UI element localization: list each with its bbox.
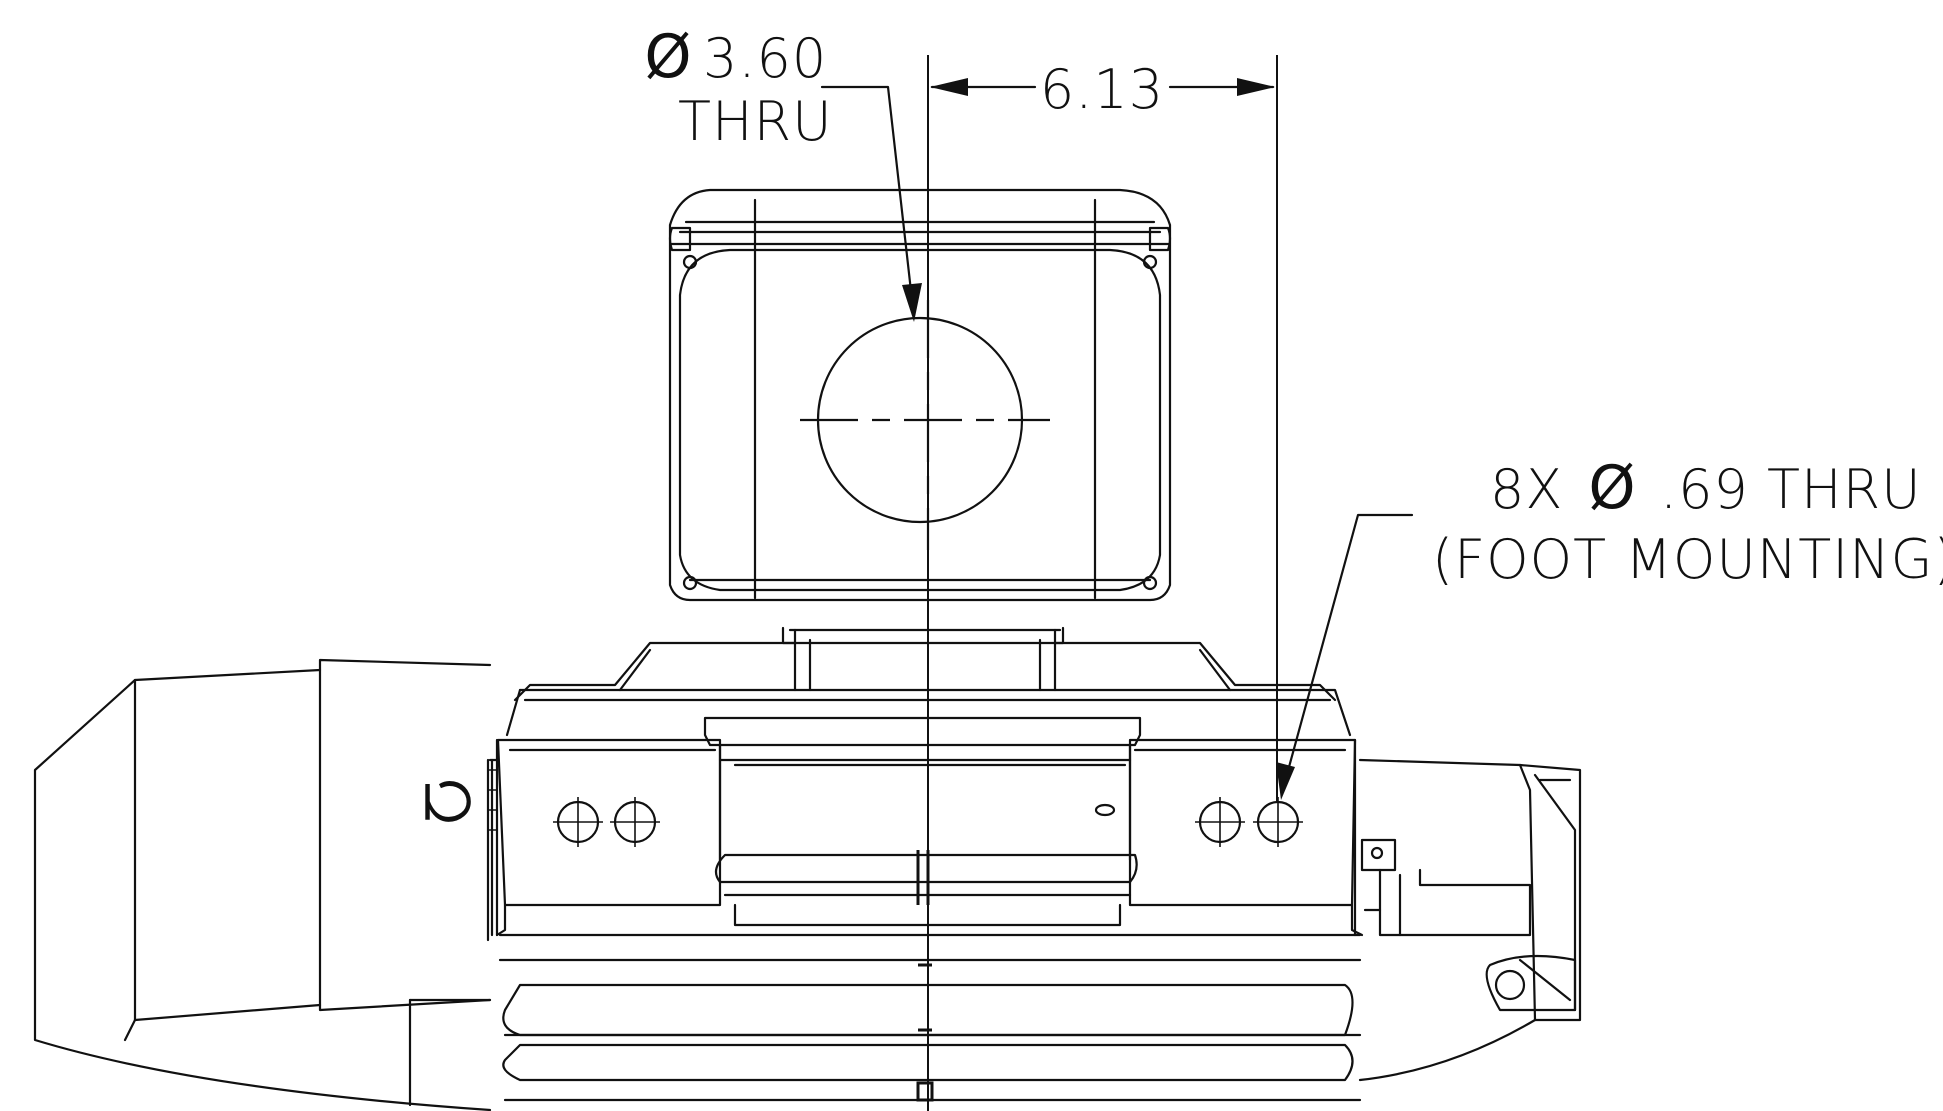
offset-dimension-value: 6.13 xyxy=(1040,58,1164,121)
foot-hole-leader-arrow xyxy=(1276,762,1295,800)
offset-dimension: 6.13 xyxy=(930,55,1278,802)
foot-hole-4 xyxy=(1253,797,1303,847)
motor-frame xyxy=(486,688,1364,1102)
terminal-box xyxy=(668,188,1172,602)
dimension-arrow-left xyxy=(930,78,968,96)
bore-diameter-value: 3.60 xyxy=(703,27,827,90)
foot-hole-count: 8X xyxy=(1490,458,1563,521)
foot-hole-3 xyxy=(1195,797,1245,847)
bore-diameter-symbol: Ø xyxy=(644,22,691,92)
foot-hole-1 xyxy=(553,797,603,847)
foot-hole-leader-line xyxy=(1284,513,1414,780)
bore-callout: Ø 3.60 THRU xyxy=(644,22,922,322)
foot-hole-2 xyxy=(610,797,660,847)
bore-leader-line xyxy=(820,85,914,302)
right-endbell xyxy=(1358,758,1582,1082)
centerline-symbol: Ⴀ xyxy=(420,777,483,825)
foot-mounting-note: (FOOT MOUNTING) xyxy=(1432,528,1943,591)
foot-hole-diameter-symbol: Ø xyxy=(1588,453,1635,523)
dimension-arrow-right xyxy=(1237,78,1275,96)
bore-leader-arrow xyxy=(902,283,922,322)
bore-thru-note: THRU xyxy=(678,90,833,153)
left-endbell xyxy=(33,658,498,1111)
foot-hole-diameter-value: .69 THRU xyxy=(1660,458,1922,521)
foot-holes xyxy=(553,797,1303,847)
foot-hole-callout: 8X Ø .69 THRU (FOOT MOUNTING) xyxy=(1276,453,1943,800)
